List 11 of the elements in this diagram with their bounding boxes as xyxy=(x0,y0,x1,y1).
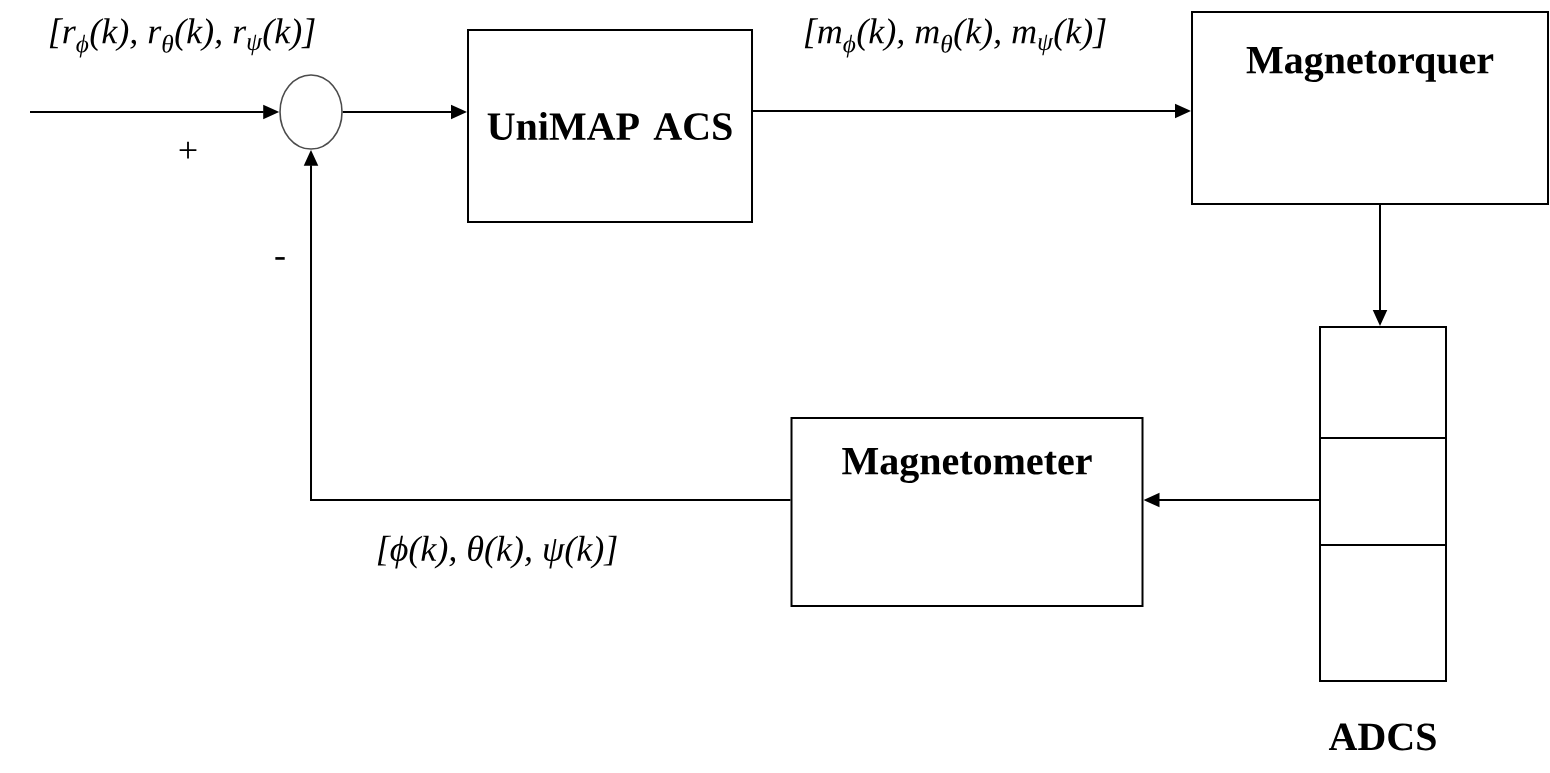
block-box: Magnetorquer xyxy=(1191,11,1549,205)
sign-label: + xyxy=(179,141,197,159)
summing-junction xyxy=(279,74,343,150)
block-box: UniMAP ACS xyxy=(467,29,753,223)
signal-label: [r$_{ϕ}$(k), r$_{θ}$(k), r$_{ψ}$(k)] xyxy=(45,16,319,60)
sign-label: - xyxy=(275,257,285,260)
block-box: Magnetometer xyxy=(790,417,1144,607)
node-label: ADCS xyxy=(1328,723,1436,751)
stacked-block: ADCS xyxy=(1319,326,1447,751)
signal-label: [ϕ(k), θ(k), ψ(k)] xyxy=(373,533,621,571)
signal-label: [m$_{ϕ}$(k), m$_{θ}$(k), m$_{ψ}$(k)] xyxy=(800,16,1110,60)
